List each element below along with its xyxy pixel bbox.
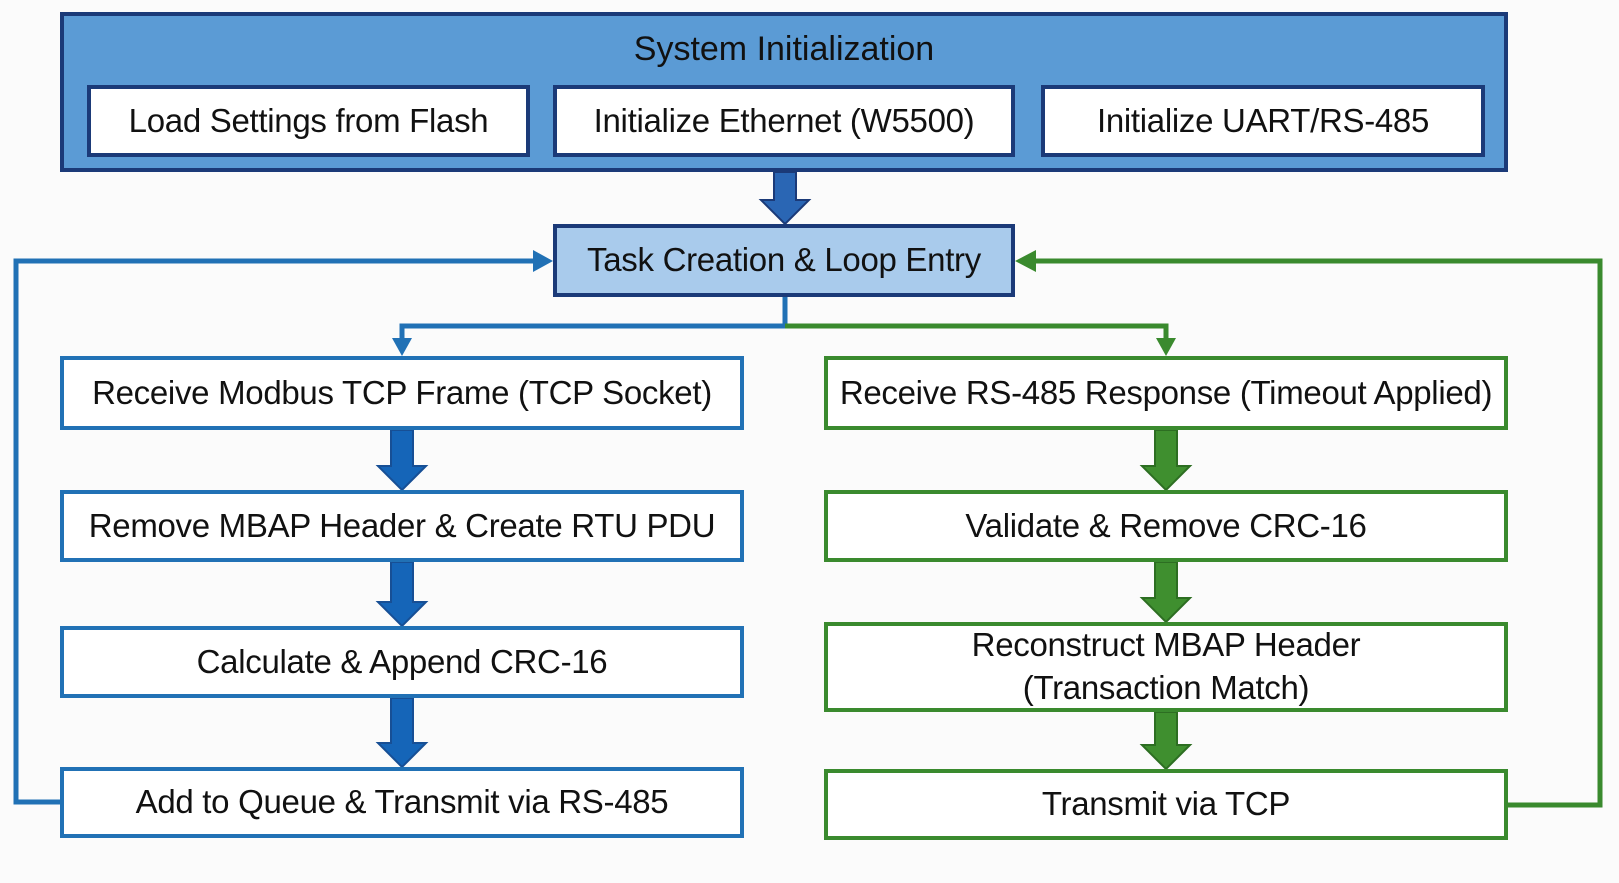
split-arrowhead-left [392,338,412,356]
left-step-receive-tcp: Receive Modbus TCP Frame (TCP Socket) [60,356,744,430]
step-label: Validate & Remove CRC-16 [965,506,1367,544]
step-label: Reconstruct MBAP Header [971,626,1361,664]
left-arrow-2 [375,561,429,628]
step-label: Add to Queue & Transmit via RS-485 [135,783,669,821]
left-loop-arrowhead [533,250,553,272]
right-loop-arrowhead [1015,250,1036,272]
task-creation-box: Task Creation & Loop Entry [553,224,1015,297]
left-step-transmit-rs485: Add to Queue & Transmit via RS-485 [60,767,744,838]
split-connector-right [785,323,1169,342]
split-arrowhead-right [1156,338,1176,356]
init-step-uart: Initialize UART/RS-485 [1041,85,1485,157]
right-step-transmit-tcp: Transmit via TCP [824,769,1508,840]
right-arrow-3 [1139,711,1193,771]
step-label: Transmit via TCP [1041,785,1291,823]
step-label: Calculate & Append CRC-16 [196,642,608,680]
left-arrow-1 [375,429,429,492]
left-step-remove-mbap: Remove MBAP Header & Create RTU PDU [60,490,744,562]
step-label: Receive Modbus TCP Frame (TCP Socket) [92,373,712,411]
left-step-append-crc: Calculate & Append CRC-16 [60,626,744,698]
init-to-task-arrow [758,171,812,226]
step-label: Receive RS-485 Response (Timeout Applied… [839,373,1493,411]
right-loop-connector [1030,258,1603,808]
step-label: Remove MBAP Header & Create RTU PDU [88,506,716,544]
right-arrow-1 [1139,429,1193,492]
init-step-label: Initialize Ethernet (W5500) [593,101,975,139]
right-step-reconstruct-mbap: Reconstruct MBAP Header (Transaction Mat… [824,622,1508,712]
init-step-load-settings: Load Settings from Flash [87,85,530,157]
init-step-label: Load Settings from Flash [128,101,489,139]
init-step-ethernet: Initialize Ethernet (W5500) [553,85,1015,157]
system-initialization-title: System Initialization [633,30,935,68]
right-arrow-2 [1139,561,1193,624]
split-connector-left [399,297,788,342]
right-step-receive-rs485: Receive RS-485 Response (Timeout Applied… [824,356,1508,430]
step-label-line2: (Transaction Match) [1022,669,1310,706]
right-step-validate-crc: Validate & Remove CRC-16 [824,490,1508,562]
init-step-label: Initialize UART/RS-485 [1096,101,1430,139]
left-arrow-3 [375,697,429,769]
task-creation-label: Task Creation & Loop Entry [587,241,981,279]
left-loop-connector [13,258,538,805]
